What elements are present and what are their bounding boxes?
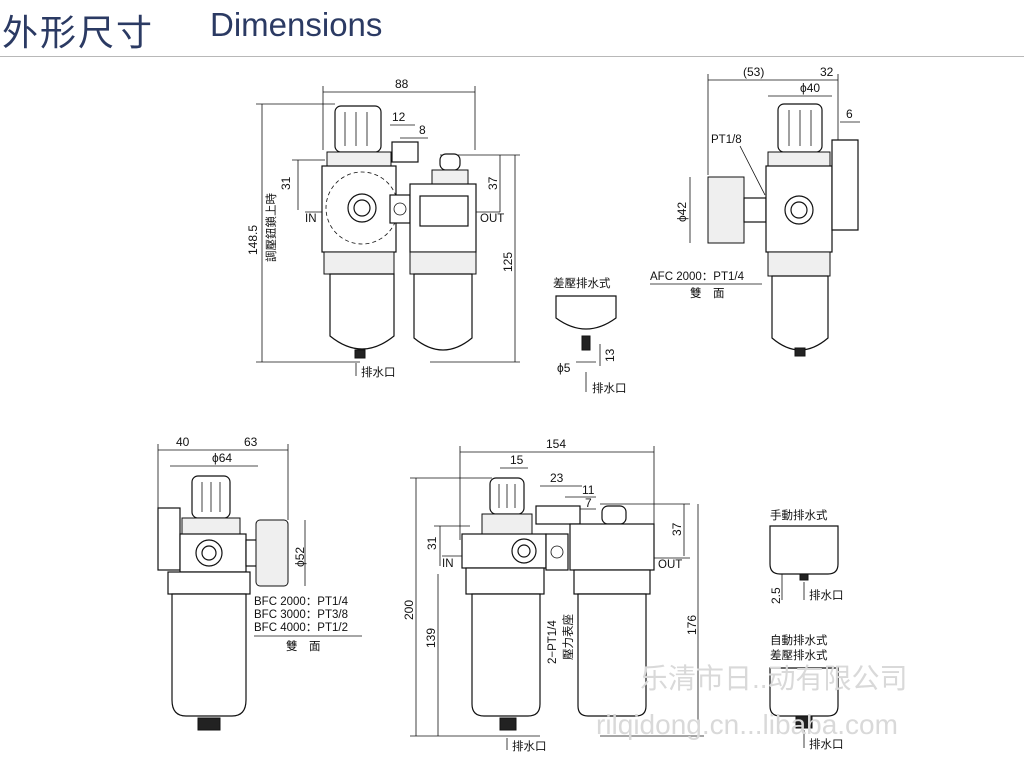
fig6-manual-title: 手動排水式	[770, 508, 828, 522]
fig5-dim-23: 23	[550, 471, 564, 485]
fig3-both-sides: 雙 面	[690, 287, 725, 300]
fig2-dim-13: 13	[603, 348, 617, 362]
fig1-knob-note: 調壓鈕鎖上時	[264, 193, 278, 262]
fig3-dim-phi40: ϕ40	[800, 81, 820, 95]
fig2-diff-drain: 差壓排水式 ϕ5 13 排水口	[553, 276, 627, 395]
fig1-dim-height: 148.5	[246, 225, 260, 255]
page-title-cn: 外形尺寸	[2, 13, 155, 54]
fig4-dim-40: 40	[176, 435, 190, 449]
fig2-drain-label: 排水口	[592, 381, 627, 395]
fig6-drain1: 排水口	[809, 588, 844, 602]
fig5-dim-139: 139	[424, 628, 438, 648]
fig6-drain2: 排水口	[809, 737, 844, 751]
header: 外形尺寸 Dimensions	[0, 0, 1024, 58]
fig4-both-sides: 雙 面	[286, 640, 321, 653]
fig1-out-label: OUT	[480, 213, 504, 225]
fig4-bfc3000: BFC 3000：PT3/8	[254, 609, 348, 621]
fig5-dim-7: 7	[585, 496, 592, 510]
fig3-side-view: (53) 32 ϕ40 6 PT1/8 ϕ42 AFC 2000：PT1/4 雙…	[650, 65, 860, 357]
fig5-dim-154: 154	[546, 437, 566, 451]
fig3-dim-phi42: ϕ42	[675, 202, 689, 222]
fig2-title: 差壓排水式	[553, 276, 611, 290]
fig5-gauge-port: 2−PT1/4	[547, 620, 559, 664]
fig3-dim-53: (53)	[743, 65, 764, 79]
fig1-dim-width: 88	[395, 77, 409, 91]
fig3-afc-label: AFC 2000：PT1/4	[650, 271, 745, 283]
watermark-line1: 乐清市日..动有限公司	[640, 663, 908, 694]
fig4-dim-63: 63	[244, 435, 258, 449]
fig1-dim-12: 12	[392, 110, 406, 124]
fig5-dim-200: 200	[402, 600, 416, 620]
fig1-in-label: IN	[305, 213, 317, 225]
fig1-drain-label: 排水口	[361, 365, 396, 379]
fig1-two-unit: 88 12 8 148.5 調壓鈕鎖上時 31 37 125	[246, 77, 520, 379]
fig5-dim-31: 31	[425, 536, 439, 550]
fig3-dim-32: 32	[820, 65, 834, 79]
fig1-dim-31: 31	[279, 176, 293, 190]
fig5-two-unit: 154 15 23 11 7 200 31 139 37 176	[402, 437, 704, 753]
fig4-dim-phi64: ϕ64	[212, 451, 232, 465]
fig6-drain-details: 手動排水式 2.5 排水口 自動排水式 差壓排水式 排水口	[769, 508, 844, 751]
fig6-dim-25: 2.5	[769, 587, 783, 604]
fig5-dim-176: 176	[685, 615, 699, 635]
fig5-out-label: OUT	[658, 559, 682, 571]
fig4-bfc2000: BFC 2000：PT1/4	[254, 596, 349, 608]
fig5-in-label: IN	[442, 558, 454, 570]
fig6-diff-title: 差壓排水式	[770, 648, 828, 662]
fig5-drain-label: 排水口	[512, 739, 547, 753]
fig5-gauge-seat: 壓力表座	[561, 614, 575, 660]
fig4-filter-regulator: 40 63 ϕ64 ϕ52 BFC 2000：PT1/4 BFC 3000：PT…	[157, 435, 362, 731]
fig1-dim-37: 37	[486, 176, 500, 190]
fig6-auto-title: 自動排水式	[770, 633, 828, 647]
fig5-dim-11: 11	[582, 483, 595, 497]
fig3-dim-6: 6	[846, 107, 853, 121]
watermark-line2: rilqidong.cn...libaba.com	[596, 709, 898, 740]
fig5-dim-37: 37	[670, 522, 684, 536]
fig1-dim-8: 8	[419, 123, 426, 137]
fig4-bfc4000: BFC 4000：PT1/2	[254, 622, 348, 634]
page-title-en: Dimensions	[210, 6, 383, 43]
fig5-dim-15: 15	[510, 453, 524, 467]
fig3-port-label: PT1/8	[711, 134, 742, 146]
fig2-dim-phi5: ϕ5	[557, 361, 571, 375]
fig4-dim-phi52: ϕ52	[293, 547, 307, 567]
fig1-dim-125: 125	[501, 252, 515, 272]
header-rule	[0, 56, 1024, 57]
